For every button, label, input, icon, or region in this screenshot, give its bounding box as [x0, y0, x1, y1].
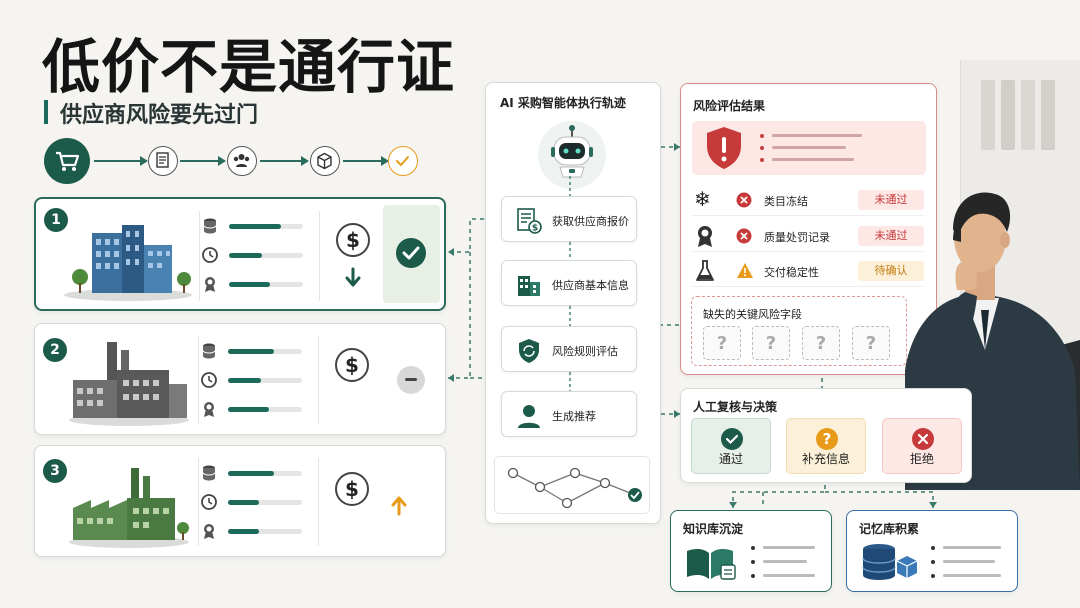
risk-panel-title: 风险评估结果: [693, 99, 766, 113]
reject-label: 拒绝: [909, 452, 934, 466]
cart-icon: [44, 138, 90, 184]
green-factory-icon: [69, 468, 189, 548]
risk-row-label: 类目冻结: [764, 195, 808, 208]
missing-field-placeholder: ?: [752, 326, 790, 360]
award-icon: [204, 524, 214, 539]
risk-alert-banner: [692, 121, 926, 175]
clock-icon: [201, 372, 217, 388]
status-badge: 未通过: [858, 226, 924, 246]
missing-field-placeholder: ?: [802, 326, 840, 360]
user-icon: [518, 405, 540, 428]
status-badge: 未通过: [858, 190, 924, 210]
supplier-number: 1: [44, 208, 68, 232]
approved-status: [383, 205, 440, 303]
snowflake-icon: ❄: [694, 187, 711, 211]
missing-fields-title: 缺失的关键风险字段: [703, 308, 802, 321]
step-risk-rules[interactable]: 风险规则评估: [501, 326, 637, 372]
award-icon: [204, 402, 214, 417]
page-title: 低价不是通行证: [42, 33, 456, 101]
clock-icon: [202, 247, 218, 263]
medal-icon: [698, 226, 712, 247]
risk-row-label: 交付稳定性: [764, 266, 819, 279]
step-label: 供应商基本信息: [552, 279, 629, 292]
step-label: 获取供应商报价: [552, 215, 629, 228]
risk-row-label: 质量处罚记录: [764, 231, 830, 244]
risk-row-quality-penalty: 质量处罚记录 未通过: [694, 224, 924, 248]
document-icon: [148, 146, 178, 176]
step-connectors: [569, 176, 571, 391]
agent-panel-title: AI 采购智能体执行轨迹: [500, 96, 626, 110]
step-label: 风险规则评估: [552, 345, 618, 358]
clock-icon: [201, 494, 217, 510]
subtitle-accent-bar: [44, 100, 48, 124]
approve-label: 通过: [718, 452, 743, 466]
status-badge: 待确认: [858, 261, 924, 281]
price-icon: $: [335, 348, 369, 382]
database-icon: [202, 343, 216, 359]
arrow-up-icon: [391, 496, 407, 516]
page-subtitle: 供应商风险要先过门: [60, 103, 259, 128]
database-cube-icon: [862, 544, 917, 580]
risk-row-delivery-stability: 交付稳定性 待确认: [694, 259, 924, 283]
supplier-card-3[interactable]: 3 $: [34, 445, 446, 557]
svg-text:?: ?: [823, 430, 832, 448]
reviewer-illustration: [905, 192, 1080, 490]
check-circle-icon: [388, 146, 418, 176]
warning-icon: [737, 263, 753, 278]
supplier-card-2[interactable]: 2 $: [34, 323, 446, 435]
users-icon: [227, 146, 257, 176]
supplier-number: 3: [43, 459, 67, 483]
check-icon: [396, 238, 426, 268]
quote-document-icon: $: [517, 208, 542, 234]
arrow-down-icon: [345, 267, 361, 287]
price-icon: $: [335, 472, 369, 506]
trajectory-graph: [494, 456, 650, 514]
shield-refresh-icon: [519, 339, 539, 363]
request-info-label: 补充信息: [801, 452, 850, 466]
review-panel-title: 人工复核与决策: [693, 400, 778, 414]
supplier-number: 2: [43, 338, 67, 362]
office-building-icon: [64, 225, 192, 301]
reject-button[interactable]: 拒绝: [882, 418, 962, 474]
step-generate-recommendation[interactable]: 生成推荐: [501, 391, 637, 437]
knowledge-base-card: 知识库沉淀: [670, 510, 832, 592]
process-flow: [44, 138, 424, 184]
x-circle-icon: [736, 192, 752, 208]
missing-field-placeholder: ?: [703, 326, 741, 360]
step-supplier-info[interactable]: 供应商基本信息: [501, 260, 637, 306]
request-info-button[interactable]: ? 补充信息: [786, 418, 866, 474]
award-icon: [205, 277, 215, 292]
memory-base-title: 记忆库积累: [859, 522, 920, 536]
database-icon: [203, 218, 217, 234]
robot-icon: [538, 121, 606, 189]
neutral-status-icon: [397, 366, 425, 394]
step-label: 生成推荐: [552, 410, 596, 423]
shield-alert-icon: [707, 127, 741, 169]
check-circle-icon: [721, 428, 743, 450]
knowledge-base-title: 知识库沉淀: [683, 522, 744, 536]
x-circle-icon: [736, 228, 752, 244]
risk-row-category-freeze: ❄ 类目冻结 未通过: [694, 188, 924, 212]
x-circle-icon: [912, 428, 934, 450]
box-icon: [310, 146, 340, 176]
approve-button[interactable]: 通过: [691, 418, 771, 474]
memory-base-card: 记忆库积累: [846, 510, 1018, 592]
book-icon: [687, 548, 736, 580]
database-icon: [202, 465, 216, 481]
price-icon: $: [336, 223, 370, 257]
flask-icon: [696, 260, 714, 281]
gray-factory-icon: [69, 342, 189, 426]
step-get-quotes[interactable]: $ 获取供应商报价: [501, 196, 637, 242]
buildings-icon: [518, 276, 540, 296]
question-circle-icon: ?: [816, 428, 838, 450]
supplier-card-1[interactable]: 1 $: [34, 197, 446, 311]
missing-field-placeholder: ?: [852, 326, 890, 360]
svg-text:$: $: [532, 224, 538, 234]
missing-fields-box: [691, 296, 907, 366]
